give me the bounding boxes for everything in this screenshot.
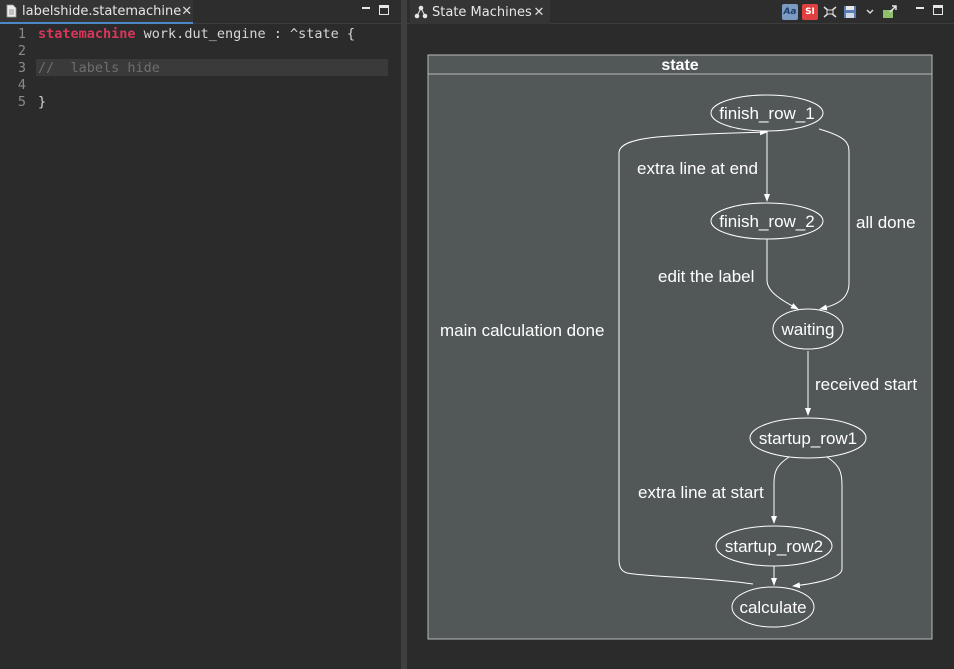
edge-all-done xyxy=(818,128,850,311)
dropdown-icon[interactable] xyxy=(862,4,878,20)
transition-label[interactable]: received start xyxy=(815,375,917,394)
transition-label[interactable]: all done xyxy=(856,213,916,232)
comment-text: // labels hide xyxy=(38,59,160,76)
code-text: work.dut_engine : ^state { xyxy=(135,25,355,42)
tab-state-machines[interactable]: State Machines ✕ xyxy=(410,0,550,24)
state-label: startup_row1 xyxy=(759,429,857,448)
state-calculate[interactable] xyxy=(731,586,815,628)
state-startup-row1[interactable] xyxy=(749,417,867,459)
state-label: startup_row2 xyxy=(725,537,823,556)
keyword: statemachine xyxy=(38,25,136,42)
transition-label[interactable]: edit the label xyxy=(658,267,754,286)
transition-label[interactable]: main calculation done xyxy=(440,321,604,340)
state-startup-row2[interactable] xyxy=(715,525,833,567)
minimize-button[interactable] xyxy=(915,5,925,15)
code-text: } xyxy=(38,93,47,110)
minimize-button[interactable] xyxy=(361,5,371,15)
edge-main-calculation-done xyxy=(618,129,768,585)
close-icon[interactable]: ✕ xyxy=(533,4,545,20)
diagram-toolbar: Aa SI xyxy=(782,4,898,20)
line-number: 4 xyxy=(17,76,26,93)
edge-extra-line-at-start xyxy=(771,456,790,524)
state-finish-row-2[interactable] xyxy=(710,202,824,240)
editor-pane: labelshide.statemachine ✕ 1 statemachine… xyxy=(0,0,401,669)
state-label: finish_row_1 xyxy=(719,104,814,123)
editor-tabbar: labelshide.statemachine ✕ xyxy=(0,0,401,24)
tab-label: State Machines xyxy=(432,4,532,20)
state-diagram: state fin xyxy=(427,54,933,640)
pane-splitter[interactable] xyxy=(401,0,407,669)
code-line: 2 xyxy=(0,42,401,59)
code-line: 4 xyxy=(0,76,401,93)
text-style-icon[interactable]: Aa xyxy=(782,4,798,20)
state-label: waiting xyxy=(781,320,835,339)
state-waiting[interactable] xyxy=(772,308,844,350)
state-finish-row-1[interactable] xyxy=(710,94,824,132)
si-icon[interactable]: SI xyxy=(802,4,818,20)
state-label: finish_row_2 xyxy=(719,212,814,231)
export-icon[interactable] xyxy=(882,4,898,20)
editor-window-controls xyxy=(361,5,389,15)
line-number: 5 xyxy=(17,93,26,110)
viewer-window-controls xyxy=(915,5,943,15)
line-number: 1 xyxy=(17,25,26,42)
maximize-button[interactable] xyxy=(379,5,389,15)
maximize-button[interactable] xyxy=(933,5,943,15)
line-number: 2 xyxy=(17,42,26,59)
edge-startup1-calculate xyxy=(792,456,843,589)
edge-edit-the-label xyxy=(766,237,799,310)
tab-labelshide-statemachine[interactable]: labelshide.statemachine ✕ xyxy=(0,0,193,24)
transition-label[interactable]: extra line at start xyxy=(638,483,764,502)
save-icon[interactable] xyxy=(842,4,858,20)
state-label: calculate xyxy=(739,598,806,617)
current-line-highlight xyxy=(36,59,388,76)
state-machines-pane: State Machines ✕ Aa SI xyxy=(407,0,954,669)
code-line: 3 // labels hide xyxy=(0,59,401,76)
code-line: 1 statemachine work.dut_engine : ^state … xyxy=(0,25,401,42)
tab-label: labelshide.statemachine xyxy=(22,3,182,19)
line-number: 3 xyxy=(17,59,26,76)
file-icon xyxy=(4,4,18,18)
transition-label[interactable]: extra line at end xyxy=(637,159,758,178)
state-machine-icon xyxy=(414,5,428,19)
container-title: state xyxy=(661,57,698,74)
viewer-tabbar: State Machines ✕ Aa SI xyxy=(407,0,954,24)
code-line: 5 } xyxy=(0,93,401,110)
state-container xyxy=(427,54,933,640)
close-icon[interactable]: ✕ xyxy=(181,3,193,19)
code-editor[interactable]: 1 statemachine work.dut_engine : ^state … xyxy=(0,25,401,669)
link-icon[interactable] xyxy=(822,4,838,20)
